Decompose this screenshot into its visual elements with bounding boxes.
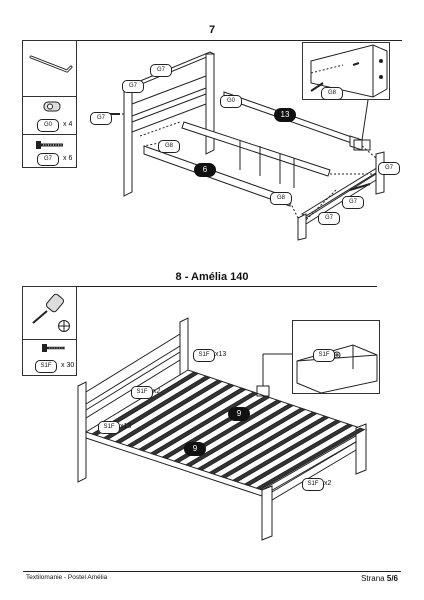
callout-x2-mid: x2 xyxy=(153,388,161,395)
slat xyxy=(243,423,354,487)
callout-g0: G0 xyxy=(220,95,242,108)
callout-g7-side: G7 xyxy=(90,112,112,125)
callout-g7-right: G7 xyxy=(342,196,364,209)
step-7-rule xyxy=(22,40,402,41)
step-7-number: 7 xyxy=(208,24,216,36)
detail-callout-g8: G8 xyxy=(321,87,343,100)
callout-s1f-bottom: S1F xyxy=(302,478,324,491)
callout-s1f-left: S1F xyxy=(98,421,120,434)
bolt-detail-drawing xyxy=(310,44,388,98)
step-8-parts-box: S1F x 30 xyxy=(22,286,77,376)
part-code-g7: G7 xyxy=(37,153,59,166)
slat xyxy=(231,419,342,483)
phillips-head-icon xyxy=(58,320,70,332)
part-code-s1f: S1F xyxy=(35,360,57,373)
footer-page-label: Strana xyxy=(361,574,385,583)
callout-g7-top: G7 xyxy=(150,64,172,77)
part-cell-g7: G7 x 6 xyxy=(23,134,76,168)
detail-leader-line xyxy=(353,100,371,151)
badge-9-upper: 9 xyxy=(228,407,250,421)
footer-document-name: Textilomanie - Postel Amélia xyxy=(26,574,108,581)
part-qty-g0: x 4 xyxy=(63,121,73,128)
callout-s1f-top: S1F xyxy=(193,349,215,362)
step-8-rule xyxy=(22,286,377,287)
part-qty-s1f: x 30 xyxy=(61,362,75,369)
slat xyxy=(208,411,319,475)
slat xyxy=(196,407,307,471)
slat xyxy=(219,415,330,479)
footer-page-number: Strana 5/6 xyxy=(361,574,398,583)
callout-g8: G8 xyxy=(158,140,180,153)
part-qty-g7: x 6 xyxy=(63,155,73,162)
callout-s1f-mid: S1F xyxy=(131,386,153,399)
part-cell-s1f: S1F x 30 xyxy=(23,339,76,376)
slat xyxy=(114,379,224,444)
callout-g8-lower: G8 xyxy=(270,192,292,205)
screw-icon xyxy=(42,344,65,352)
screwdriver-icon xyxy=(32,293,65,324)
detail-callout-s1f: S1F xyxy=(313,349,335,362)
step-7-detail-inset: G8 xyxy=(302,42,390,100)
slat xyxy=(137,387,247,452)
callout-x13-left: x13 xyxy=(120,423,132,430)
detail-leader-line-8 xyxy=(256,353,292,397)
callout-x2-bottom: x2 xyxy=(324,480,332,487)
step-8-title: 8 - Amélia 140 xyxy=(175,271,249,283)
step-7-parts-box: G0 x 4 G7 x 6 xyxy=(22,40,77,168)
slat xyxy=(255,427,366,491)
callout-x13-top: x13 xyxy=(215,351,227,358)
callout-g7-left: G7 xyxy=(122,80,144,93)
part-code-g0: G0 xyxy=(37,119,59,132)
barrel-nut-icon xyxy=(43,101,61,112)
step-8-detail-inset: S1F xyxy=(292,320,380,394)
slat xyxy=(126,383,235,448)
badge-9-lower: 9 xyxy=(184,442,206,456)
slat-screw-detail-drawing xyxy=(296,344,378,394)
slat xyxy=(102,375,212,440)
badge-13: 13 xyxy=(274,108,296,122)
footer-page-value: 5/6 xyxy=(386,574,398,583)
slat xyxy=(184,403,295,467)
part-cell-g0: G0 x 4 xyxy=(23,96,76,134)
slat xyxy=(90,371,200,436)
step-7-assembly-drawing xyxy=(94,51,386,241)
allen-key-icon xyxy=(29,55,73,73)
bolt-icon xyxy=(36,141,63,149)
footer-rule xyxy=(23,571,401,572)
callout-g7-bottom: G7 xyxy=(318,212,340,225)
callout-g7-far-right: G7 xyxy=(378,162,400,175)
badge-6: 6 xyxy=(194,163,216,177)
